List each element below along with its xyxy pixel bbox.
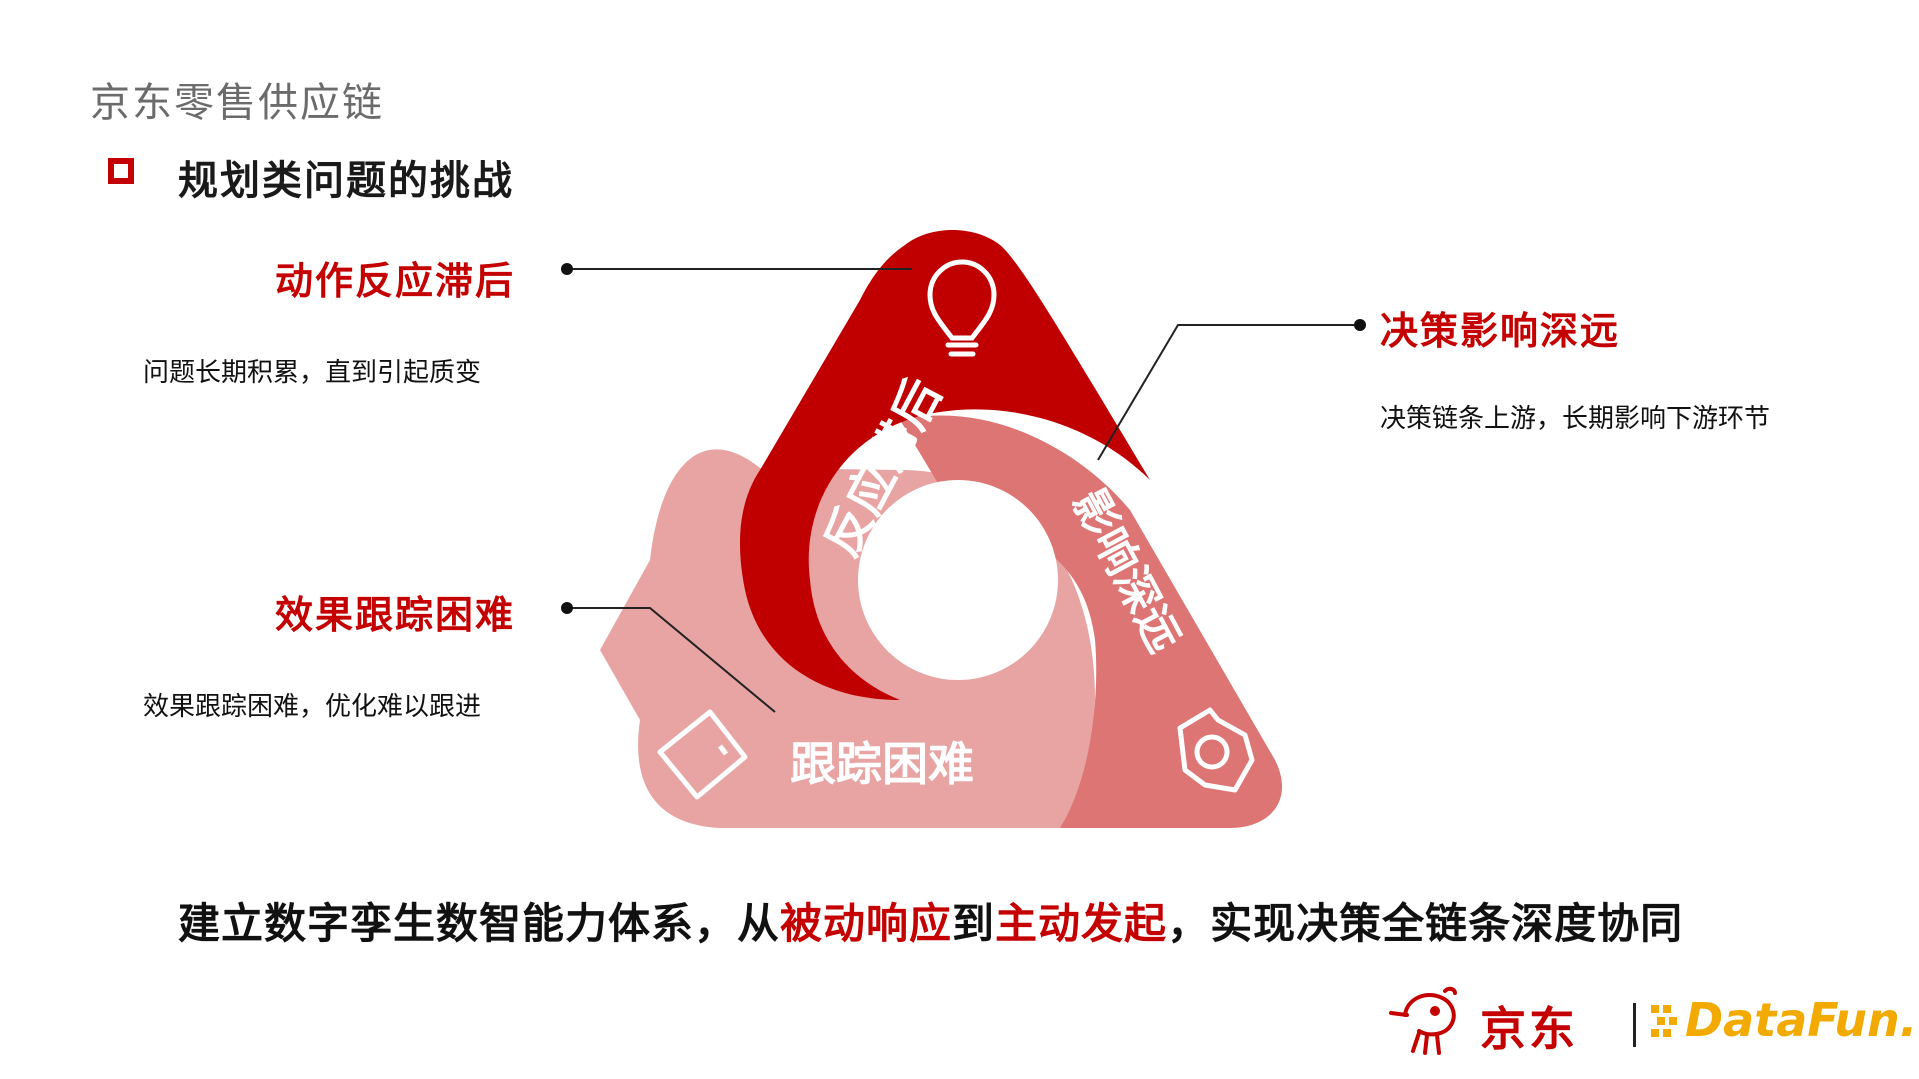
item-desc-tracking: 效果跟踪困难，优化难以跟进 [143, 692, 482, 722]
lightbulb-icon [927, 259, 997, 357]
conclusion-part3: ，实现决策全链条深度协同 [1167, 899, 1684, 948]
footer-logos: 京东 DataFun. [1385, 985, 1917, 1065]
delay-segment [740, 230, 1150, 700]
datafun-logo-text: DataFun. [1685, 993, 1918, 1047]
jd-dog-logo-icon [1389, 986, 1457, 1055]
datafun-pixel-icon [1651, 1005, 1677, 1037]
conclusion-highlight-1: 被动响应 [780, 899, 953, 948]
item-title-impact: 决策影响深远 [1380, 309, 1621, 353]
item-title-tracking: 效果跟踪困难 [275, 593, 516, 637]
connector-lines [567, 268, 1360, 713]
section-marker-icon [108, 158, 134, 184]
label-tracking: 跟踪困难 [790, 737, 974, 791]
item-title-delay: 动作反应滞后 [275, 259, 516, 303]
section-title: 规划类问题的挑战 [178, 158, 514, 204]
connector-dot-tracking [561, 602, 573, 614]
conclusion-text: 建立数字孪生数智能力体系，从被动响应到主动发起，实现决策全链条深度协同 [178, 890, 1683, 951]
item-desc-delay: 问题长期积累，直到引起质变 [143, 358, 482, 388]
jd-logo-text: 京东 [1480, 1002, 1578, 1056]
item-desc-impact: 决策链条上游，长期影响下游环节 [1380, 404, 1771, 434]
page-header-title: 京东零售供应链 [90, 80, 384, 126]
logo-separator [1633, 1003, 1636, 1047]
camera-icon [1177, 707, 1255, 793]
connector-impact [1097, 324, 1360, 461]
connector-dot-impact [1354, 319, 1366, 331]
conclusion-part1: 建立数字孪生数智能力体系，从 [178, 899, 781, 948]
connector-dot-delay [561, 263, 573, 275]
connector-tracking [567, 607, 776, 713]
tablet-icon [657, 709, 748, 800]
conclusion-highlight-2: 主动发起 [995, 899, 1168, 948]
conclusion-part2: 到 [952, 899, 996, 948]
center-hole [858, 480, 1058, 680]
